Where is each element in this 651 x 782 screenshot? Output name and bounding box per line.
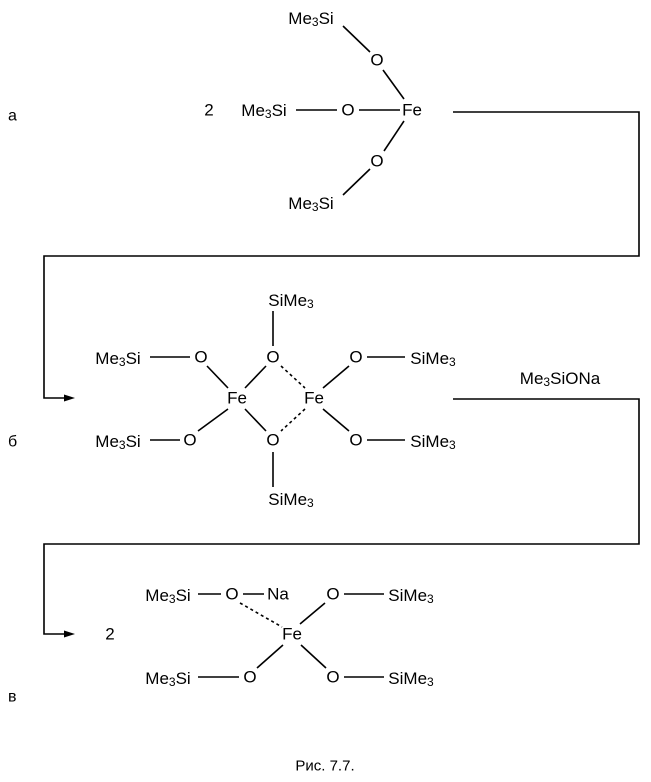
step-label-c: в — [8, 689, 17, 706]
step-label-a: а — [8, 108, 17, 125]
group-me3si-c-lower-left: Me3Si — [145, 669, 190, 690]
atom-na-c: Na — [267, 585, 289, 604]
coefficient-a: 2 — [204, 101, 213, 120]
bond-c-o-fe-lower-left — [256, 644, 284, 669]
group-me3si-c-upper-left: Me3Si — [145, 586, 190, 607]
bond-b-fe-o-left-bottom — [244, 408, 267, 432]
bond-b-fe-o-lower-left — [197, 408, 229, 432]
bond-b-fe-o-lower-right — [322, 408, 350, 432]
coefficient-c: 2 — [105, 625, 114, 644]
atom-o-b-upper-left: O — [194, 348, 207, 367]
structure-c-sodium-ferrate: 2 Me3Si Me3Si SiMe3 SiMe3 O Na O O O Fe — [105, 585, 434, 690]
atom-o-c-lower-left: O — [243, 668, 256, 687]
bond-si-o-top — [342, 25, 371, 53]
arrowhead-a-to-b — [64, 394, 75, 402]
atom-o-b-bridge-top: O — [266, 348, 279, 367]
structure-b-dimer: SiMe3 SiMe3 Me3Si Me3Si SiMe3 SiMe3 O O … — [95, 291, 456, 511]
atom-o-a-bottom: O — [370, 152, 383, 171]
group-sime3-b-lower-right: SiMe3 — [410, 432, 456, 453]
atom-fe-c: Fe — [282, 625, 302, 644]
figure-caption: Рис. 7.7. — [295, 758, 354, 775]
group-me3si-b-lower-left: Me3Si — [95, 432, 140, 453]
bond-c-fe-o-lower-right — [300, 644, 327, 669]
group-me3si-top: Me3Si — [288, 9, 333, 30]
bond-b-o-fe-right-top-dashed — [280, 365, 306, 389]
reagent-me3sions: Me3SiONa — [520, 369, 601, 390]
bond-b-o-fe-upper-left — [206, 365, 229, 389]
atom-o-b-bridge-bottom: O — [266, 431, 279, 450]
atom-o-b-upper-right: O — [349, 348, 362, 367]
atom-o-c-upper-left: O — [225, 585, 238, 604]
atom-fe-b-left: Fe — [227, 389, 247, 408]
group-sime3-b-upper-right: SiMe3 — [410, 349, 456, 370]
bond-c-fe-o-upper-right — [299, 602, 326, 625]
group-me3si-bottom: Me3Si — [288, 194, 333, 215]
bond-b-fe-o-upper-right — [322, 365, 350, 389]
atom-o-b-lower-left: O — [183, 431, 196, 450]
arrow-a-to-b — [43, 111, 640, 402]
arrow-b-to-c — [43, 398, 640, 638]
group-me3si-middle: Me3Si — [241, 101, 286, 122]
structure-a-monomer: 2 Me3Si Me3Si Me3Si O O O Fe — [204, 9, 422, 215]
group-me3si-b-upper-left: Me3Si — [95, 349, 140, 370]
atom-o-a-top: O — [370, 51, 383, 70]
bond-o-fe-top — [382, 69, 405, 100]
atom-o-c-upper-right: O — [326, 585, 339, 604]
bond-b-o-fe-left-top — [244, 365, 267, 389]
bond-b-fe-o-right-bottom-dashed — [280, 408, 306, 432]
atom-o-a-middle: O — [341, 101, 354, 120]
bond-o-si-bottom — [342, 168, 371, 196]
atom-fe-b-right: Fe — [304, 389, 324, 408]
atom-o-c-lower-right: O — [326, 668, 339, 687]
step-label-b: б — [8, 434, 17, 451]
arrowhead-b-to-c — [64, 630, 75, 638]
atom-o-b-lower-right: O — [349, 431, 362, 450]
group-sime3-c-lower-right: SiMe3 — [388, 669, 434, 690]
group-sime3-c-upper-right: SiMe3 — [388, 586, 434, 607]
bond-fe-o-bottom — [383, 120, 405, 152]
group-sime3-b-bottom: SiMe3 — [268, 490, 314, 511]
group-sime3-b-top: SiMe3 — [268, 291, 314, 312]
atom-fe-a: Fe — [402, 101, 422, 120]
bond-c-o-fe-dashed — [239, 602, 283, 628]
